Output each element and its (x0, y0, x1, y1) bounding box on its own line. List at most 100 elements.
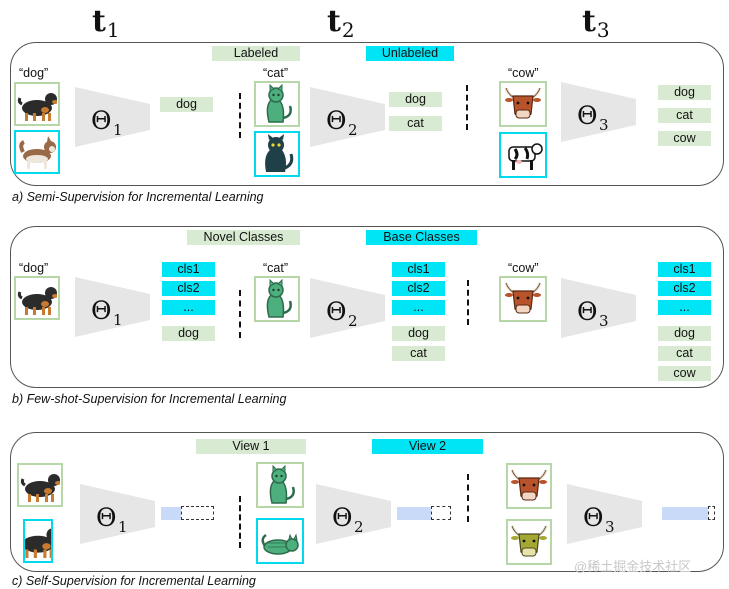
theta-symbol: Θ (332, 503, 353, 532)
image-cow (499, 81, 547, 127)
timestep-3-label: t (582, 4, 596, 39)
legend-unlabeled: Unlabeled (366, 46, 454, 61)
image-lying-cat (256, 518, 304, 564)
timestep-2: t2 (327, 4, 355, 42)
base-class-ellipsis: ... (392, 300, 445, 315)
dog-icon (20, 472, 60, 504)
image-green-cow (506, 519, 552, 565)
quote-cow: “cow” (508, 261, 539, 275)
theta-subscript: 3 (605, 518, 615, 536)
base-class-cls1: cls1 (658, 262, 711, 277)
theta-subscript: 2 (348, 121, 358, 139)
encoder-theta-2-c: Θ 2 (316, 484, 391, 544)
timestep-2-sub: 2 (341, 18, 355, 42)
encoder-theta-3-a: Θ 3 (561, 82, 636, 142)
cat-icon (269, 465, 295, 505)
base-class-ellipsis: ... (162, 300, 215, 315)
theta-subscript: 3 (599, 312, 609, 330)
encoder-theta-2-a: Θ 2 (310, 87, 385, 147)
cow-icon (503, 281, 543, 315)
dairy-cow-icon (507, 142, 543, 172)
output-cow: cow (658, 131, 711, 146)
theta-subscript: 1 (118, 518, 128, 536)
theta-symbol: Θ (577, 101, 598, 130)
black-cat-icon (263, 134, 294, 174)
quote-cat: “cat” (263, 66, 288, 80)
caption-a: a) Semi-Supervision for Incremental Lear… (12, 190, 264, 204)
divider-b-1 (239, 290, 241, 338)
base-class-cls2: cls2 (658, 281, 711, 296)
feature-view-1 (397, 507, 431, 520)
novel-class-cat: cat (658, 346, 711, 361)
encoder-theta-3-c: Θ 3 (567, 484, 642, 544)
image-dog (17, 463, 63, 507)
theta-symbol: Θ (91, 106, 112, 135)
husky-icon (19, 134, 57, 171)
image-husky (14, 130, 60, 174)
base-class-cls2: cls2 (392, 281, 445, 296)
theta-symbol: Θ (326, 297, 347, 326)
base-class-cls1: cls1 (392, 262, 445, 277)
panel-c-frame (10, 432, 724, 572)
dog-icon (25, 526, 51, 559)
legend-view-2: View 2 (372, 439, 483, 454)
lying-cat-icon (261, 533, 300, 556)
novel-class-dog: dog (392, 326, 445, 341)
divider-c-2 (467, 474, 469, 522)
panel-b-frame (10, 226, 724, 388)
dog-icon (17, 285, 57, 317)
image-cat (254, 81, 300, 127)
feature-view-1 (161, 507, 181, 520)
panel-a-frame (10, 42, 724, 186)
timestep-1: t1 (92, 4, 120, 41)
theta-symbol: Θ (91, 296, 112, 325)
divider-a-2 (466, 85, 468, 130)
image-dairy-cow (499, 132, 547, 178)
timestep-2-label: t (327, 4, 341, 39)
image-dog (14, 276, 60, 320)
cat-icon (266, 279, 292, 319)
legend-base-classes: Base Classes (366, 230, 477, 245)
legend-labeled: Labeled (212, 46, 300, 61)
theta-subscript: 1 (113, 311, 123, 329)
watermark: @稀土掘金技术社区 (574, 559, 692, 574)
base-class-cls2: cls2 (162, 281, 215, 296)
encoder-theta-1-b: Θ 1 (75, 277, 150, 337)
novel-class-dog: dog (658, 326, 711, 341)
theta-symbol: Θ (577, 297, 598, 326)
timestep-3-sub: 3 (596, 18, 610, 42)
output-dog: dog (160, 97, 213, 112)
timestep-1-label: t (92, 4, 106, 39)
encoder-theta-3-b: Θ 3 (561, 278, 636, 338)
feature-view-1 (662, 507, 708, 520)
output-dog: dog (658, 85, 711, 100)
green-cow-icon (509, 524, 549, 558)
image-dog-crop (23, 519, 53, 563)
feature-view-2-dashed (181, 506, 214, 520)
base-class-ellipsis: ... (658, 300, 711, 315)
image-cat (254, 276, 300, 322)
quote-cat: “cat” (263, 261, 288, 275)
output-dog: dog (389, 92, 442, 107)
feature-view-2-dashed (431, 506, 451, 520)
theta-subscript: 1 (113, 121, 123, 139)
image-dog (14, 82, 60, 126)
novel-class-cow: cow (658, 366, 711, 381)
theta-subscript: 3 (599, 116, 609, 134)
encoder-theta-2-b: Θ 2 (310, 278, 385, 338)
novel-class-cat: cat (392, 346, 445, 361)
image-black-cat (254, 131, 300, 177)
legend-novel-classes: Novel Classes (187, 230, 300, 245)
quote-cow: “cow” (508, 66, 539, 80)
encoder-theta-1-a: Θ 1 (75, 87, 150, 147)
theta-symbol: Θ (326, 106, 347, 135)
feature-view-2-dashed (708, 506, 715, 520)
image-cow (499, 276, 547, 322)
legend-view-1: View 1 (196, 439, 306, 454)
cat-icon (266, 84, 292, 124)
divider-a-1 (239, 93, 241, 138)
dog-icon (17, 91, 57, 123)
quote-dog: “dog” (19, 66, 49, 80)
caption-b: b) Few-shot-Supervision for Incremental … (12, 392, 287, 406)
encoder-theta-1-c: Θ 1 (80, 484, 155, 544)
